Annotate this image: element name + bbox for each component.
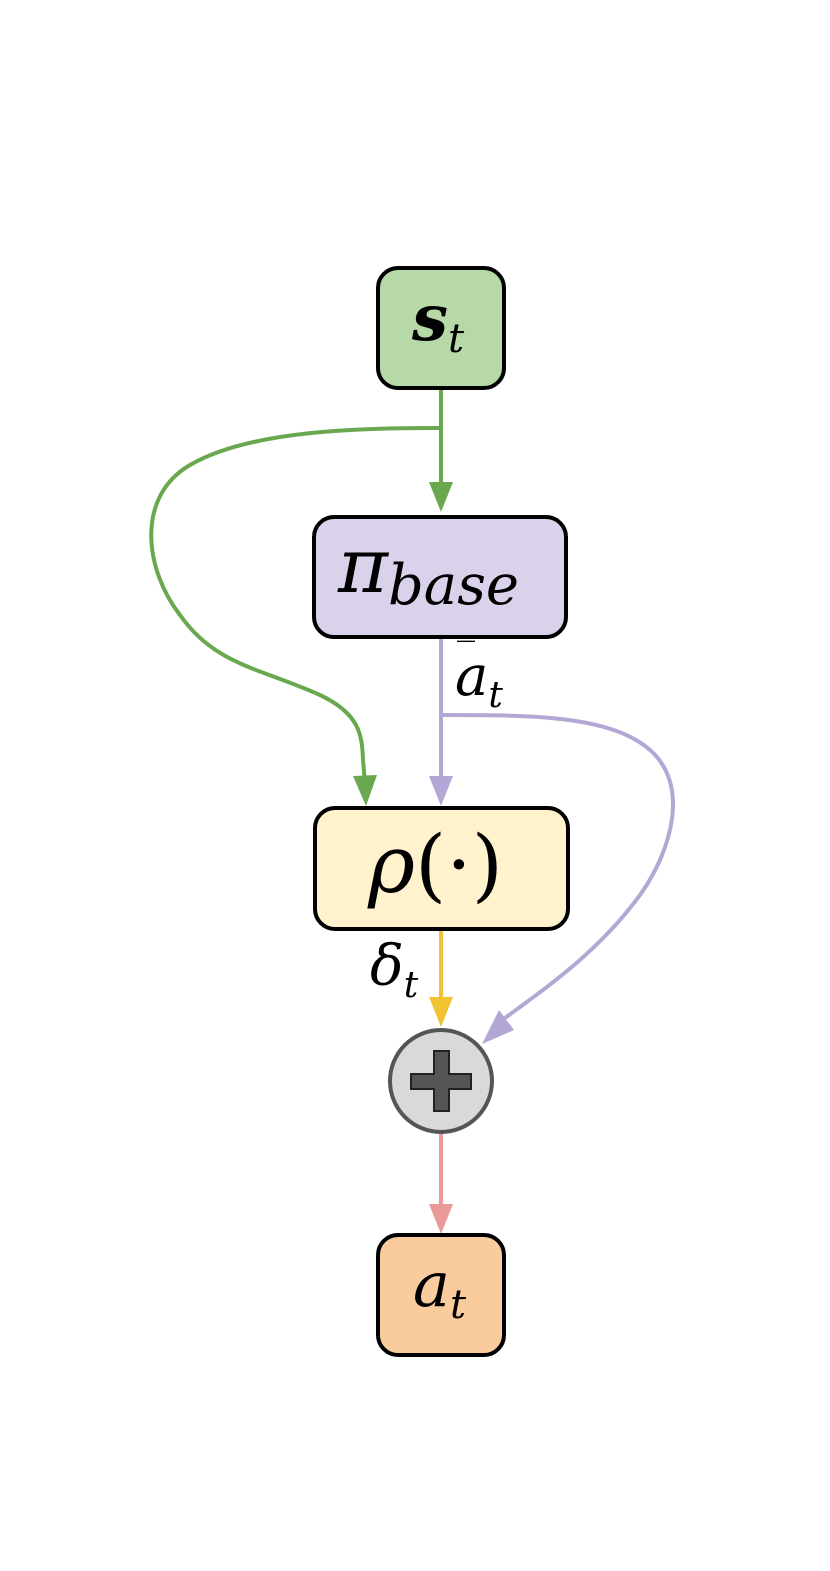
base-action-label-main: a [455,644,488,709]
plus-icon [410,1050,472,1112]
state-node-box [376,266,506,390]
base-policy-node-sub: base [388,553,519,618]
action-node-sub: t [450,1282,467,1328]
delta-label: δt [370,934,419,1006]
residual-node-dot: · [446,818,471,911]
residual-node-main: ρ [367,818,415,911]
delta-label-main: δ [370,934,404,999]
state-node-sub: t [448,316,465,362]
base-policy-node-box [312,515,568,639]
residual-node-box [313,806,570,931]
delta-label-sub: t [404,965,419,1006]
edge-policy-to-residual-arrowhead [429,776,453,806]
state-node: st [376,266,506,390]
base-policy-node: πbase [312,515,568,639]
action-node-label: at [413,1248,467,1328]
base-policy-node-label: πbase [337,521,519,618]
edge-policy-to-sum [440,713,675,1020]
action-node: at [376,1233,506,1357]
residual-node-label: ρ(·) [367,818,503,911]
state-node-label: st [411,281,465,362]
sum-node: + [388,1028,494,1134]
edge-policy-to-sum-arrowhead [482,1010,514,1044]
action-node-box [376,1233,506,1357]
edge-residual-to-sum-arrowhead [429,997,453,1027]
residual-node-paren-close: ) [472,818,503,911]
state-node-main: s [411,281,448,356]
residual-node-paren-open: ( [415,818,446,911]
edge-state-to-residual-arrowhead [353,775,377,806]
edge-sum-to-action-arrowhead [429,1204,453,1234]
base-action-label-text: at [455,644,503,716]
edge-state-to-policy-arrowhead [429,482,453,512]
edge-state-to-residual [149,426,442,784]
action-node-main: a [413,1248,450,1321]
delta-label-text: δt [370,934,419,1006]
base-action-label-sub: t [488,675,503,716]
base-action-label-bar: ‾ [457,636,475,677]
base-action-label: at ‾ [455,636,503,716]
residual-node: ρ(·) [313,806,570,931]
base-policy-node-main: π [337,521,390,610]
